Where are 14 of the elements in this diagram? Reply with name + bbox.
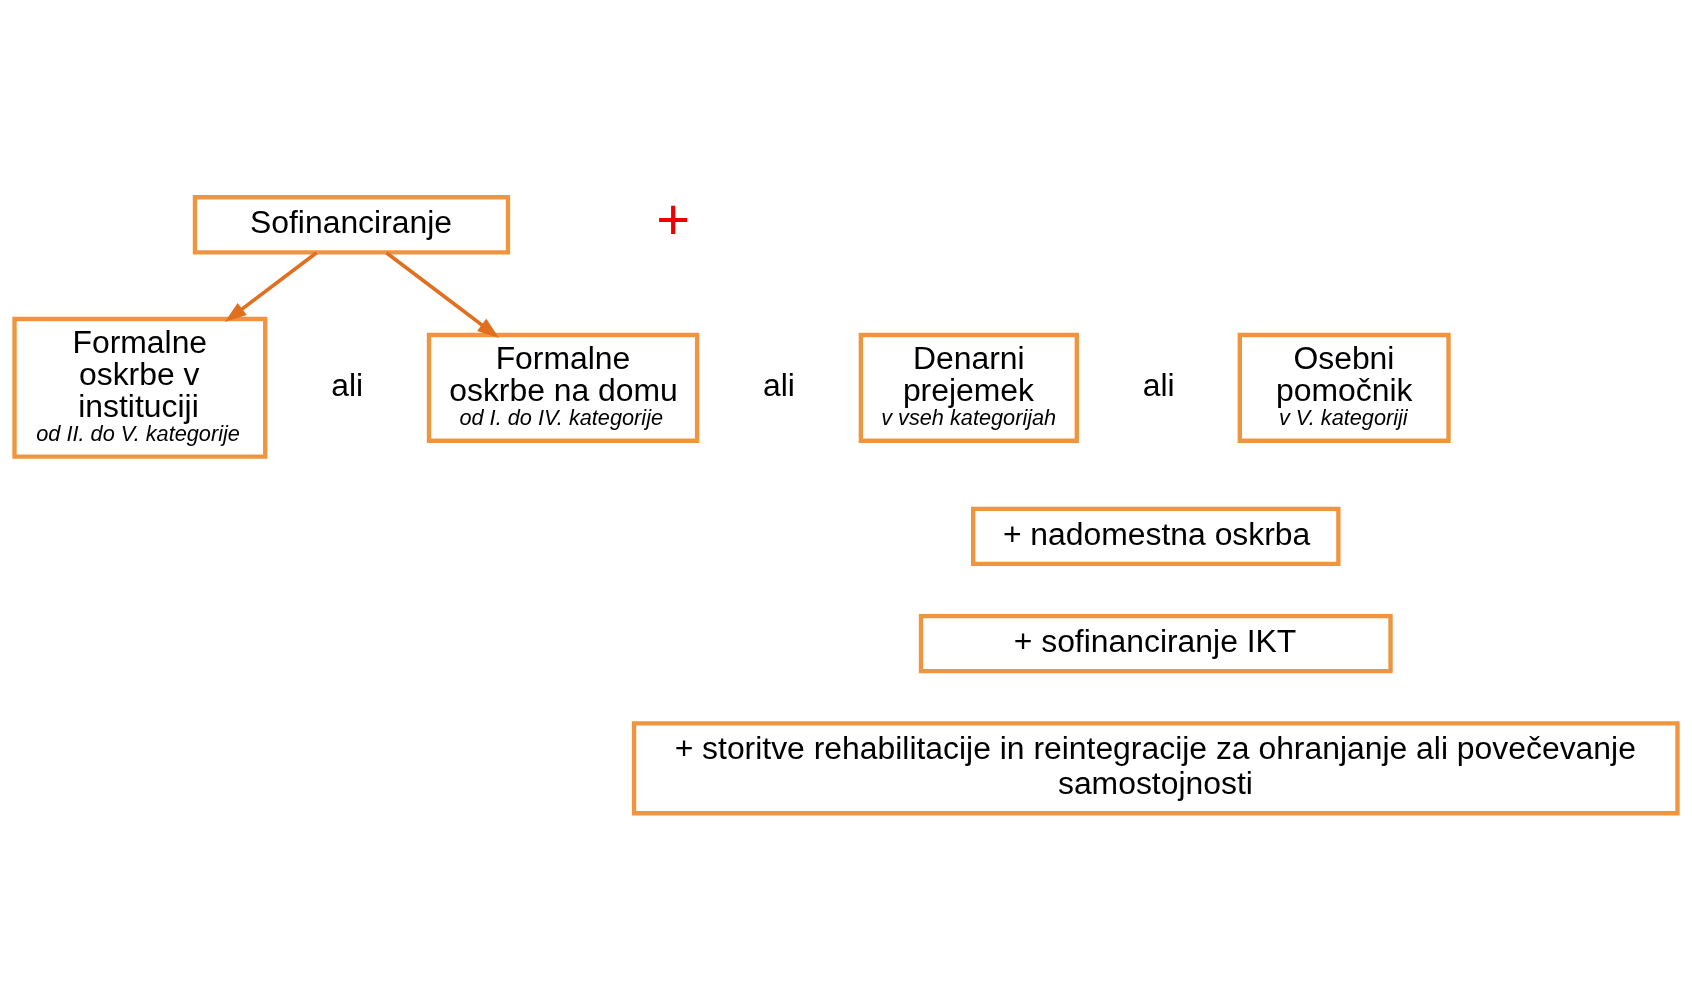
node-box: + storitve rehabilitacije in reintegracije za ohranjanje ali povečevanje samostojnosti [631,720,1680,815]
label: ali [763,366,795,403]
node-box: + sofinanciranje IKT [918,613,1393,673]
node-box: Osebni pomočnik v V. kategoriji [1237,332,1451,443]
label: ali [1142,366,1175,403]
arrow [224,250,318,322]
node-box: Formalne oskrbe v instituciji od II. do V. kategorije [12,316,268,459]
label: + [656,186,691,251]
node-box: Formalne oskrbe na domu od I. do IV. kategorije [426,332,700,443]
node-box: + nadomestna oskrba [971,506,1341,566]
label: ali [331,366,364,403]
node-box: Denarni prejemek v vseh kategorijah [858,332,1079,443]
node-box: Sofinanciranje [192,194,511,255]
arrow [385,250,500,338]
